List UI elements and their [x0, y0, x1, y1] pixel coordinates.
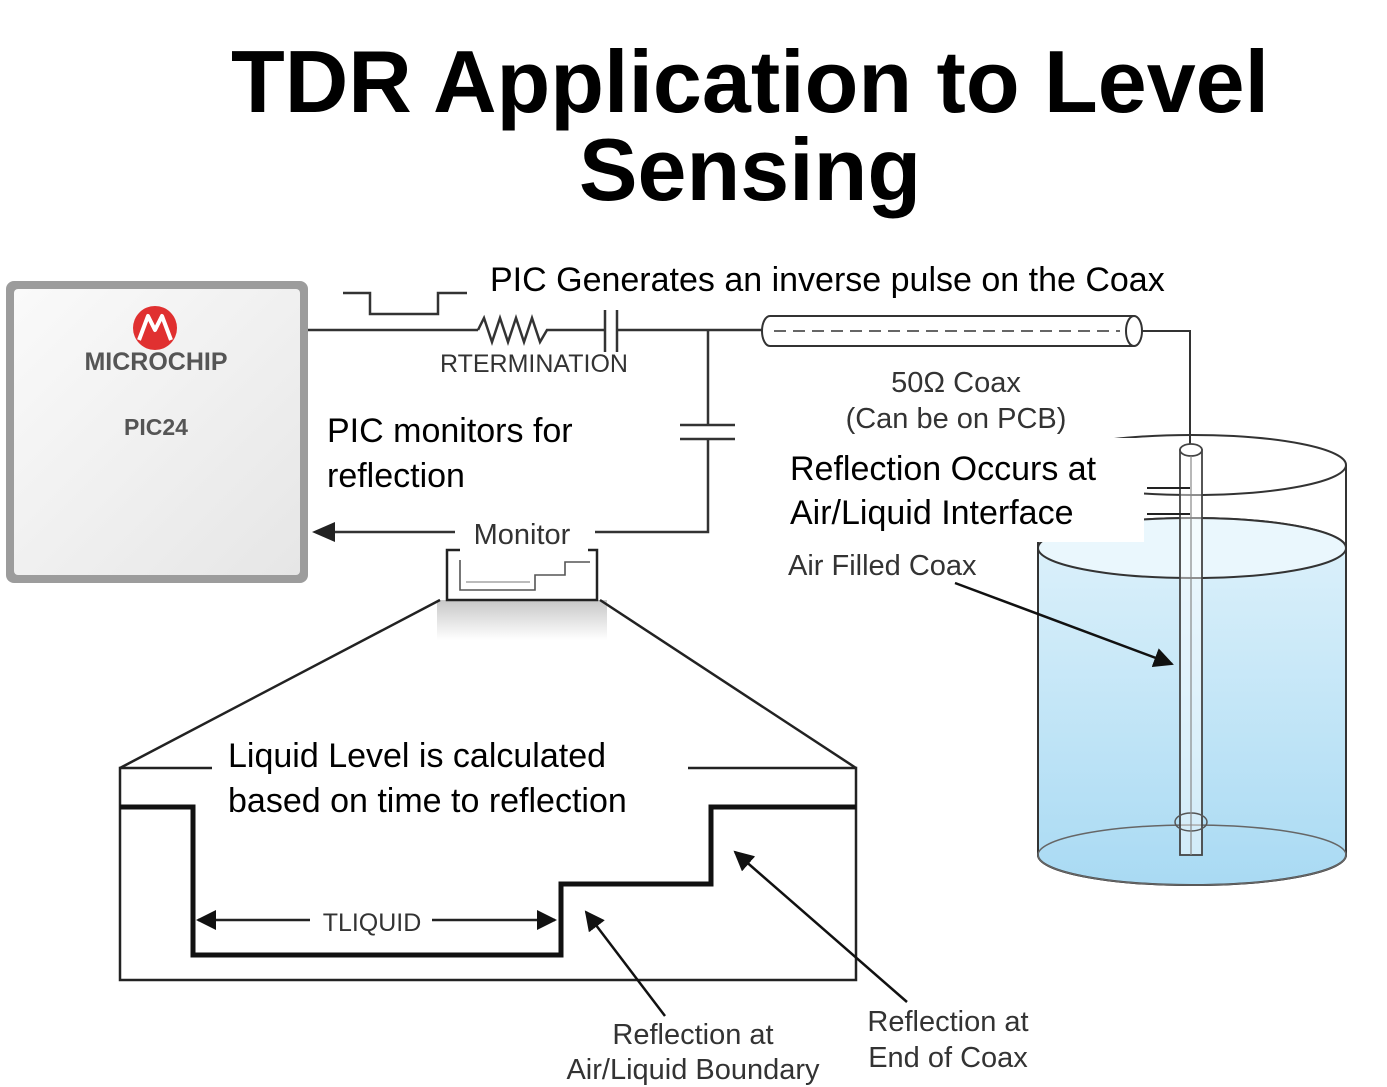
reflection-annotation-line-2: Air/Liquid Interface: [790, 494, 1074, 532]
end-reflection-label-line-1: Reflection at: [867, 1006, 1028, 1038]
series-capacitor-icon: [603, 310, 619, 352]
resistor-label: RTERMINATION: [440, 350, 628, 378]
monitor-annotation-line-1: PIC monitors for: [327, 412, 573, 450]
tank-bottom: [1037, 824, 1347, 886]
chip-face: [14, 289, 300, 575]
inverse-pulse-icon: [343, 291, 467, 316]
title-line-1: TDR Application to Level: [230, 32, 1270, 131]
monitor-label-bg: [460, 515, 588, 553]
air-filled-coax-probe: [1174, 443, 1208, 856]
end-reflection-label-line-2: End of Coax: [868, 1042, 1028, 1074]
boundary-reflection-label-line-2: Air/Liquid Boundary: [566, 1054, 820, 1086]
monitor-annotation-line-2: reflection: [327, 457, 465, 495]
boundary-reflection-pointer: [584, 910, 666, 1017]
tliquid-label: TLIQUID: [323, 909, 422, 937]
resistor-icon: [476, 314, 605, 346]
level-annotation-line-2: based on time to reflection: [228, 782, 627, 820]
microchip-logo-icon: [133, 306, 177, 350]
coax-cable: [761, 315, 1191, 450]
monitor-window: [445, 548, 599, 602]
wire-monitor-feed: [595, 439, 710, 534]
tdr-waveform-trace: [120, 804, 856, 958]
page-title: TDR Application to Level Sensing: [150, 38, 1350, 214]
liquid-tank: [1037, 434, 1347, 886]
title-line-2: Sensing: [578, 120, 922, 219]
monitor-arrowhead-icon: [312, 522, 335, 542]
pulse-annotation: PIC Generates an inverse pulse on the Co…: [490, 261, 1165, 299]
shunt-capacitor-icon: [680, 423, 735, 441]
pic24-chip: MICROCHIP PIC24: [6, 281, 308, 583]
monitor-label: Monitor: [474, 519, 571, 551]
circuit-wiring: [308, 310, 763, 534]
air-coax-label: Air Filled Coax: [788, 550, 977, 582]
chip-model-label: PIC24: [124, 414, 188, 440]
reflection-label-bg: [782, 438, 1144, 542]
reflection-annotation-line-1: Reflection Occurs at: [790, 450, 1097, 488]
monitor-mini-waveform: [459, 560, 590, 591]
end-reflection-pointer: [733, 850, 908, 1003]
monitor-scope: [119, 548, 857, 770]
coax-label-line-1: 50Ω Coax: [891, 367, 1021, 399]
level-label-bg: [212, 724, 688, 824]
pulse-label-bg: [483, 258, 1243, 302]
level-annotation-line-1: Liquid Level is calculated: [228, 737, 606, 775]
coax-label-line-2: (Can be on PCB): [846, 403, 1067, 435]
chip-brand-label: MICROCHIP: [84, 348, 227, 376]
boundary-reflection-label-line-1: Reflection at: [612, 1019, 773, 1051]
air-coax-pointer: [954, 581, 1174, 668]
